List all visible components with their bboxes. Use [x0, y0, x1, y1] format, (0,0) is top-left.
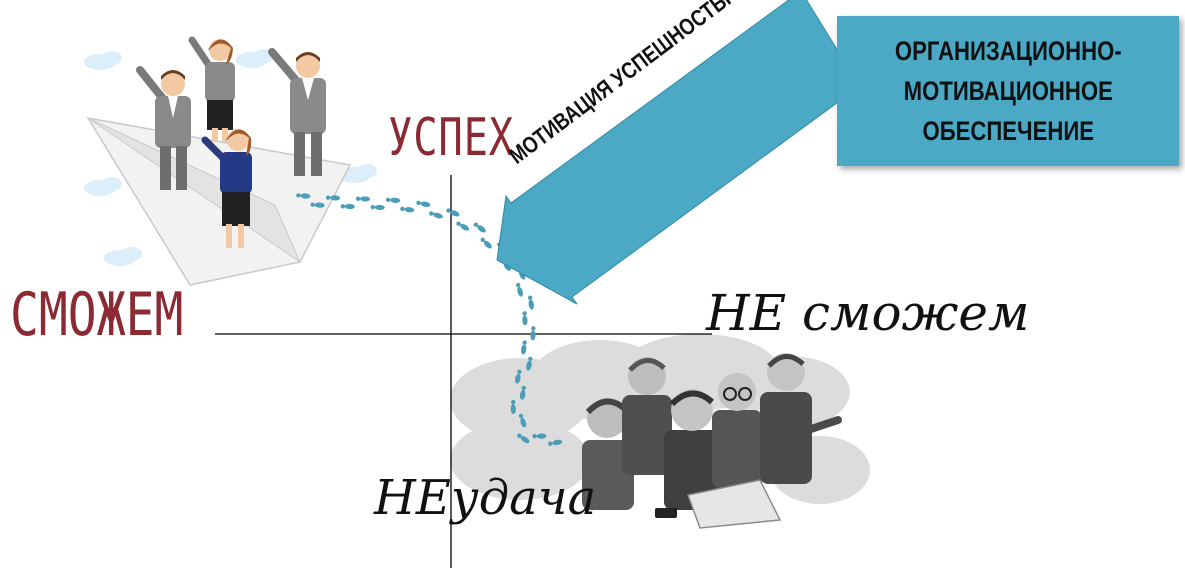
success-label: УСПЕХ — [388, 108, 515, 168]
footprint-icon — [400, 206, 415, 213]
footprint-icon — [532, 433, 547, 439]
phone-icon — [655, 508, 677, 518]
footprint-icon — [515, 282, 523, 297]
footprint-icon — [340, 203, 355, 210]
footprint-icon — [517, 433, 530, 444]
footprint-icon — [526, 356, 533, 371]
failure-label: НЕудача — [374, 470, 597, 526]
cloud-icon — [236, 49, 274, 68]
footprint-icon — [519, 385, 527, 400]
footprint-icon — [355, 196, 371, 202]
businessman-icon — [136, 66, 191, 190]
footprint-icon — [515, 369, 522, 384]
sad-businessman-icon — [622, 357, 672, 475]
businesswoman-icon — [201, 129, 252, 248]
footprint-icon — [386, 197, 401, 203]
footprint-icon — [310, 202, 325, 208]
cloud-icon — [104, 247, 142, 266]
support-callout-line: ОБЕСПЕЧЕНИЕ — [922, 116, 1094, 146]
cannot-do-label: НЕ сможем — [706, 284, 1030, 342]
support-callout-text: ОРГАНИЗАЦИОННО- МОТИВАЦИОННОЕ ОБЕСПЕЧЕНИ… — [895, 31, 1122, 151]
laptop-icon — [686, 479, 782, 529]
footprint-icon — [530, 326, 536, 341]
sad-businessman-icon — [582, 398, 634, 510]
sad-business-team-icon — [582, 353, 842, 529]
cloud-icon — [84, 51, 122, 70]
support-callout-line: ОРГАНИЗАЦИОННО- — [894, 36, 1122, 66]
cloud-icon — [84, 177, 122, 196]
footprint-icon — [548, 439, 563, 446]
footprint-icon — [325, 195, 341, 201]
footprints-icon — [296, 193, 563, 446]
footprint-icon — [522, 311, 528, 326]
sad-businessman-icon — [664, 389, 720, 510]
footprint-icon — [518, 413, 527, 428]
footprint-icon — [473, 222, 486, 233]
footprint-icon — [456, 221, 470, 231]
footprint-icon — [510, 399, 516, 415]
businesswoman-icon — [188, 36, 235, 142]
can-do-label: СМОЖЕМ — [10, 280, 184, 350]
footprint-icon — [480, 237, 492, 249]
businessman-icon — [268, 48, 326, 176]
footprint-icon — [370, 204, 385, 211]
footprint-icon — [521, 340, 527, 355]
support-callout-box: ОРГАНИЗАЦИОННО- МОТИВАЦИОННОЕ ОБЕСПЕЧЕНИ… — [837, 16, 1179, 166]
footprint-icon — [296, 193, 311, 199]
support-callout-line: МОТИВАЦИОННОЕ — [903, 76, 1113, 106]
sad-businessman-icon — [712, 373, 762, 488]
motivation-arrow — [496, 0, 861, 305]
footprint-icon — [416, 200, 431, 207]
happy-business-team-icon — [136, 36, 326, 248]
footprint-icon — [527, 295, 534, 310]
footprint-icon — [446, 208, 460, 217]
sad-businessman-icon — [760, 353, 842, 484]
footprint-icon — [429, 211, 443, 219]
